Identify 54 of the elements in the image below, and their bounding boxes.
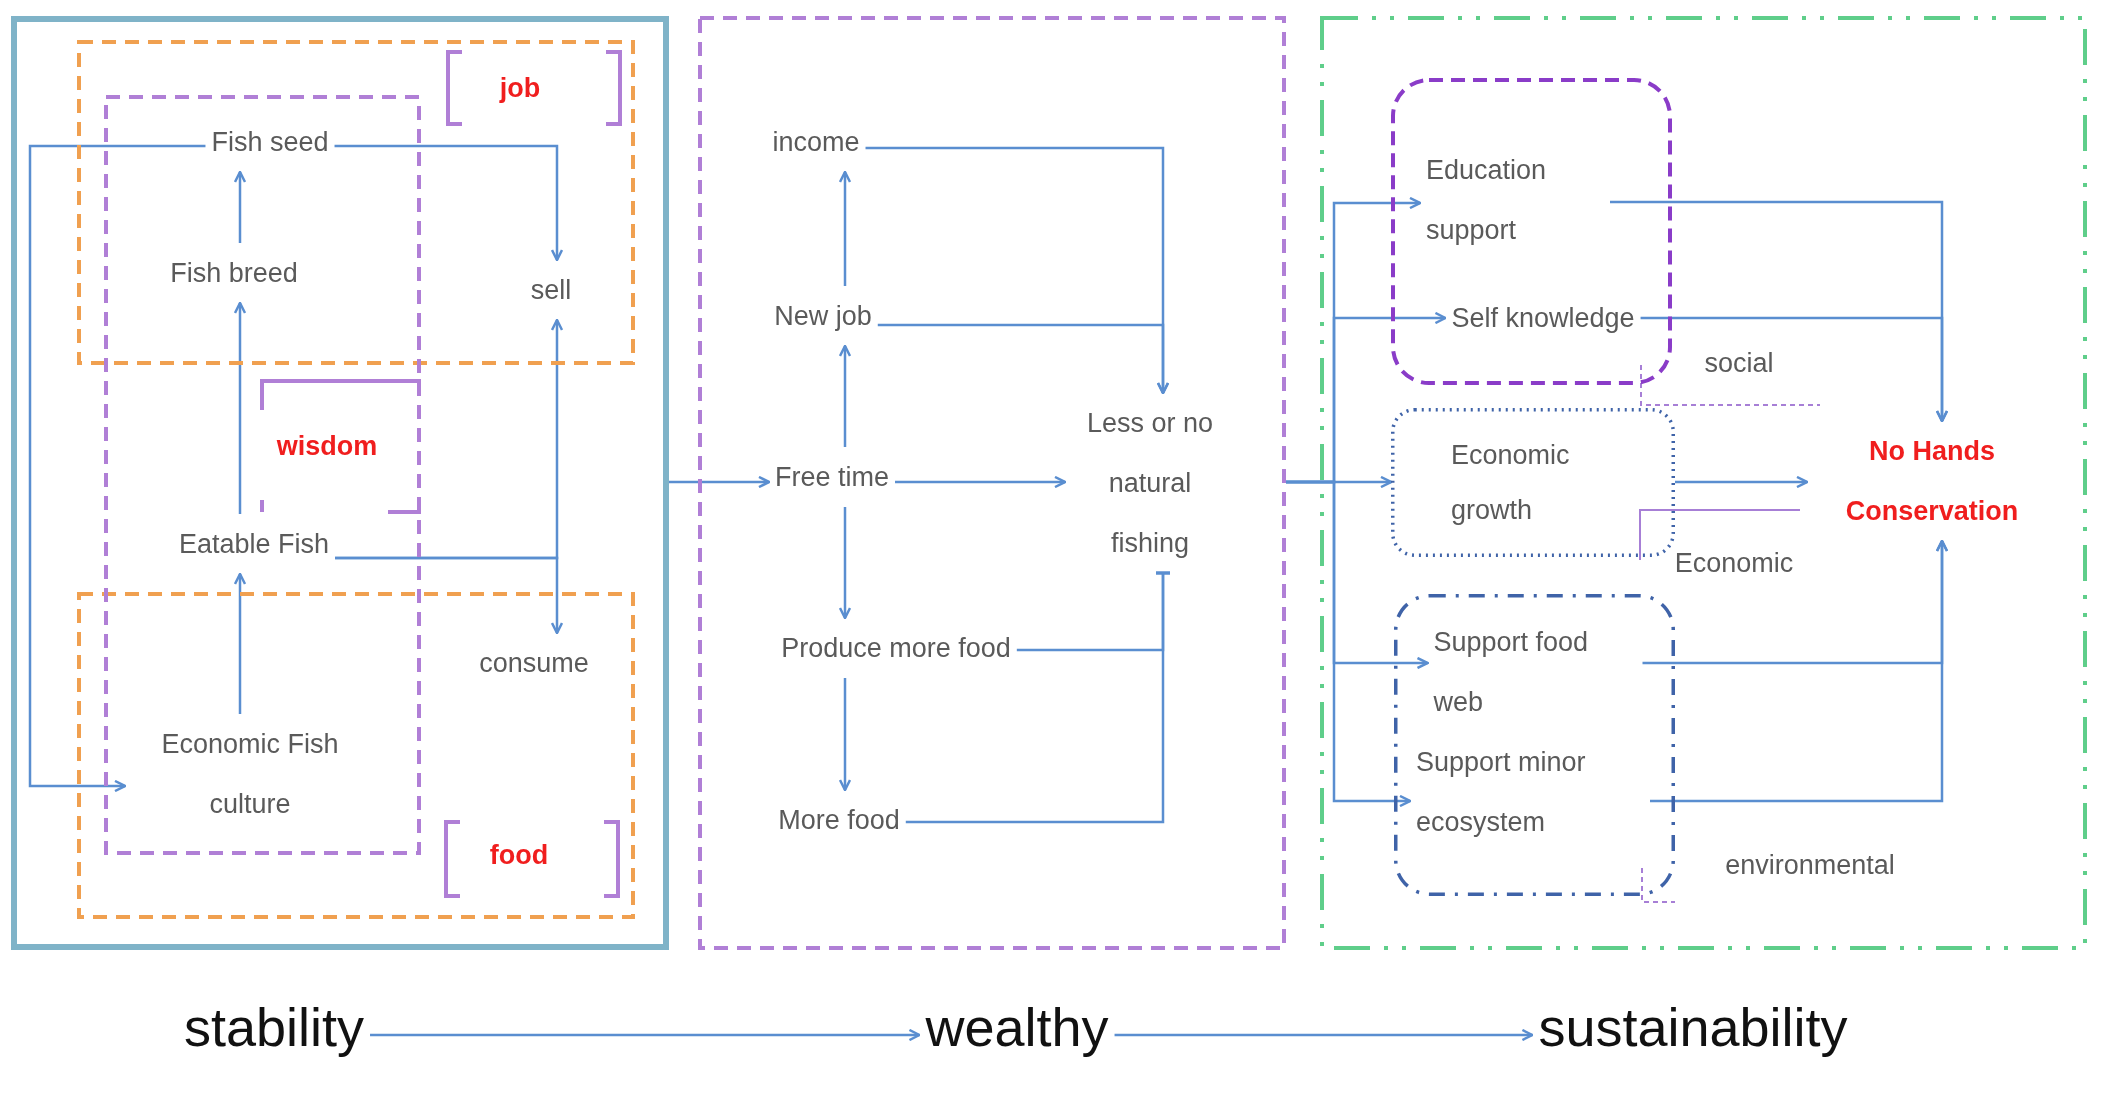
arrow: [877, 323, 1170, 395]
arrow: [1286, 480, 1412, 808]
arrow: [838, 344, 852, 447]
step-label: No Hands Conservation: [1807, 421, 2057, 541]
step-label: Fish breed: [164, 243, 304, 303]
category-label: Economic: [1674, 547, 1794, 579]
panel-frame: [1320, 16, 2087, 950]
group-frame: [77, 40, 635, 365]
arrow: [334, 144, 564, 262]
step-label: consume: [473, 633, 595, 693]
step-label: Economic Fish culture: [125, 714, 375, 834]
arrow: [838, 678, 852, 792]
keyword-label: wisdom: [276, 430, 378, 462]
step-label: Free time: [769, 447, 895, 507]
step-label: income: [766, 112, 866, 172]
step-label: More food: [772, 790, 906, 850]
keyword-label: food: [489, 839, 549, 871]
stage-label: stability: [177, 995, 371, 1059]
step-label: Produce more food: [775, 618, 1017, 678]
step-label: Less or no natural fishing: [1065, 393, 1235, 573]
step-label: Eatable Fish: [172, 514, 336, 574]
group-frame: [77, 592, 635, 919]
step-label: New job: [768, 286, 878, 346]
arrow: [1114, 1028, 1534, 1042]
arrow: [28, 144, 206, 793]
category-label: environmental: [1725, 849, 1895, 881]
stage-label: wealthy: [919, 995, 1115, 1059]
arrow: [895, 475, 1067, 489]
arrow: [838, 507, 852, 620]
group-frame: [104, 95, 421, 855]
arrow: [370, 1028, 921, 1042]
arrow: [1640, 316, 1949, 423]
step-label: Fish seed: [205, 112, 335, 172]
arrow: [335, 556, 564, 635]
arrow: [233, 170, 247, 243]
panel-frame: [11, 16, 669, 950]
stage-label: sustainability: [1532, 995, 1854, 1059]
step-label: Self knowledge: [1445, 288, 1641, 348]
panel-frame: [698, 16, 1286, 950]
arrow: [669, 475, 771, 489]
step-label: Education support: [1420, 140, 1610, 260]
category-label: social: [1704, 347, 1774, 379]
group-frame: [1394, 594, 1675, 896]
arrow: [1650, 539, 1949, 803]
arrow: [838, 170, 852, 286]
group-frame: [1391, 78, 1672, 385]
dotted-box: Economic growth: [1391, 408, 1675, 557]
step-label: Support minor ecosystem: [1410, 732, 1650, 852]
arrow: [1675, 475, 1809, 489]
keyword-label: job: [499, 72, 541, 104]
arrow: [233, 572, 247, 714]
arrow: [233, 301, 247, 514]
step-label: Support food web: [1427, 612, 1643, 732]
step-label: sell: [524, 260, 578, 320]
